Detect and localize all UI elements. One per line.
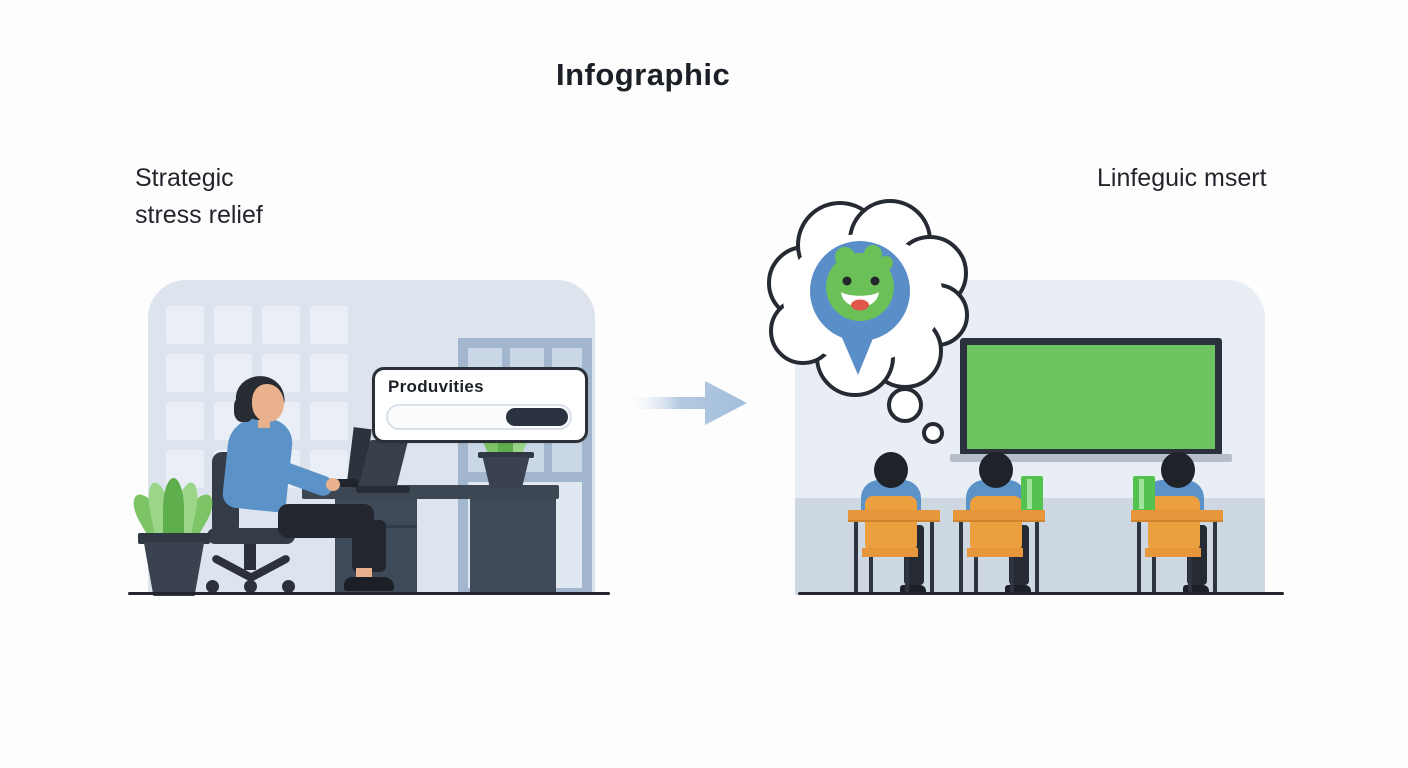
student-chair-back (970, 496, 1022, 552)
mascot-face-icon (810, 241, 910, 375)
productivity-card-label: Produvities (388, 377, 484, 396)
productivity-card: Produvities (372, 367, 588, 443)
student-desk (1131, 510, 1223, 522)
plant-pot-rim (138, 533, 210, 545)
monitor-stand (356, 486, 410, 493)
student-chair-back (1148, 496, 1200, 552)
book-icon (1133, 476, 1155, 512)
student-desk-leg (1137, 518, 1141, 595)
thought-trail-bubble (922, 422, 944, 444)
student-head (979, 452, 1013, 488)
left-scene-label-line2: stress relief (135, 201, 263, 229)
student-chair-seat (967, 548, 1023, 557)
plant-pot-rim (478, 451, 534, 459)
student-desk-leg (930, 518, 934, 595)
plant-pot (143, 541, 205, 596)
student-head (874, 452, 908, 488)
thought-trail-bubble (887, 387, 923, 423)
student-desk-leg (1035, 518, 1039, 595)
progress-fill (506, 408, 568, 426)
student-shoe (1183, 585, 1209, 594)
left-scene-label-line1: Strategic (135, 164, 234, 192)
floor-line-left (128, 592, 610, 595)
student-chair-seat (862, 548, 918, 557)
student-figure (1131, 450, 1223, 595)
student-desk-leg (959, 518, 963, 595)
worker-hair (234, 396, 254, 422)
office-chair-stem (244, 544, 256, 570)
potted-plant-icon (127, 478, 219, 596)
student-desk-leg (854, 518, 858, 595)
plant-pot (482, 456, 530, 488)
student-shoe (1005, 585, 1031, 594)
student-chair-leg (974, 557, 978, 593)
office-chair-wheel (244, 580, 257, 593)
book-spine (1027, 479, 1032, 509)
student-desk-leg (1213, 518, 1217, 595)
student-desk (848, 510, 940, 522)
book-icon (1021, 476, 1043, 512)
window-pane (310, 354, 348, 392)
worker-hand (326, 478, 340, 491)
office-chair-wheel (282, 580, 295, 593)
window-pane (262, 306, 300, 344)
student-chair-leg (1152, 557, 1156, 593)
student-shoe (900, 585, 926, 594)
worker-face (252, 384, 284, 422)
office-chair-wheel (206, 580, 219, 593)
thought-bubble-icon (767, 199, 969, 444)
book-spine (1139, 479, 1144, 509)
mascot-eye (842, 276, 852, 286)
window-pane (310, 306, 348, 344)
page-title: Infographic (556, 57, 731, 92)
progress-bar (386, 404, 572, 430)
window-pane (166, 354, 204, 392)
worker-leg (352, 520, 386, 572)
student-figure (848, 450, 940, 595)
plant-leaf (163, 478, 184, 540)
window-pane (166, 306, 204, 344)
floor-line-right (798, 592, 1284, 595)
left-scene-label: Strategic stress relief (135, 160, 263, 234)
mascot-eye (870, 276, 880, 286)
student-chair-leg (869, 557, 873, 593)
student-chair-back (865, 496, 917, 552)
office-chair-seat (207, 528, 295, 544)
desk-pedestal-right (470, 499, 556, 595)
student-figure (953, 450, 1045, 595)
chalkboard-icon (960, 338, 1222, 456)
chalkboard-tray (950, 454, 1232, 462)
arrow-right-icon (625, 381, 747, 425)
student-chair-seat (1145, 548, 1201, 557)
student-chair-leg (905, 557, 909, 593)
window-pane (214, 306, 252, 344)
window-pane (310, 402, 348, 440)
student-chair-leg (1010, 557, 1014, 593)
right-scene-label: Linfeguic msert (1097, 164, 1267, 192)
student-chair-leg (1188, 557, 1192, 593)
window-pane (166, 402, 204, 440)
student-desk (953, 510, 1045, 522)
worker-shoe (344, 577, 394, 591)
student-head (1161, 452, 1195, 488)
mascot-tongue (851, 299, 869, 311)
